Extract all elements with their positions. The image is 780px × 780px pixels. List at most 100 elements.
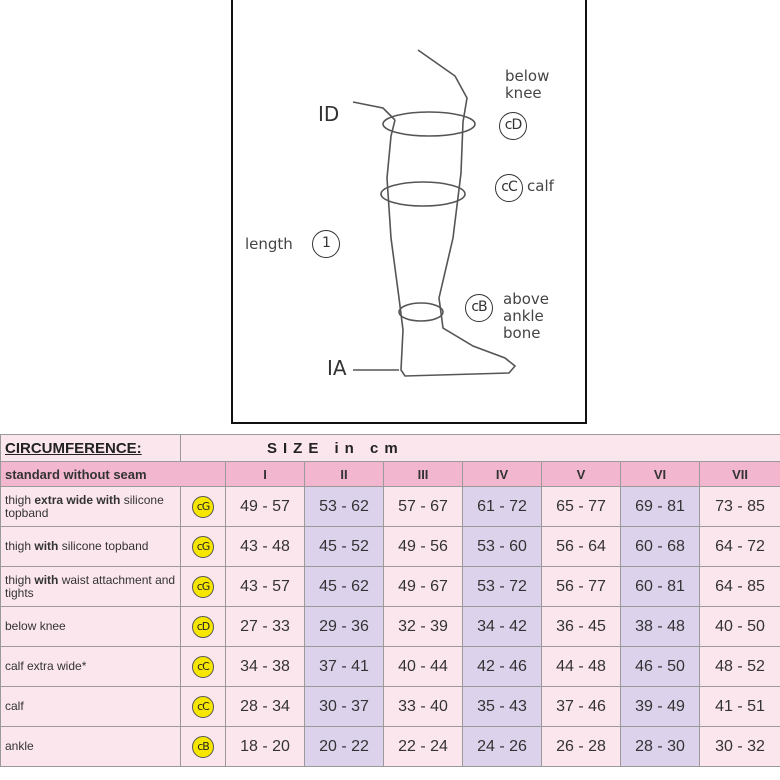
measure-code-badge: cC [192, 695, 214, 718]
size-value-cell: 26 - 28 [541, 726, 621, 767]
row-description-pre: below knee [5, 619, 66, 633]
row-description-post: silicone topband [5, 492, 164, 520]
size-value-cell: 32 - 39 [383, 606, 463, 647]
marker-cc: cC [495, 174, 523, 202]
row-description-bold: with [34, 539, 59, 553]
size-value-cell: 34 - 38 [225, 646, 305, 687]
row-description-pre: thigh [5, 572, 35, 587]
measure-code-badge: cG [192, 535, 214, 558]
table-row: thigh with waist attachment and tights cG… [0, 566, 780, 607]
circumference-title: CIRCUMFERENCE: [0, 434, 181, 462]
size-value-cell: 53 - 60 [462, 526, 542, 567]
row-description-pre: thigh [5, 539, 35, 553]
size-value-cell: 64 - 85 [698, 566, 780, 607]
size-value-cell: 43 - 57 [225, 566, 305, 607]
row-description: thigh with waist attachment and tights [0, 566, 181, 607]
size-value-cell: 36 - 45 [541, 606, 621, 647]
row-description-pre: calf [5, 699, 24, 713]
size-value-cell: 38 - 48 [620, 606, 700, 647]
size-value-cell: 42 - 46 [462, 646, 542, 687]
size-value-cell: 39 - 49 [620, 686, 700, 727]
table-row: thigh extra wide with silicone topband cG… [0, 486, 780, 527]
size-title: SIZE in cm [179, 434, 780, 462]
size-value-cell: 18 - 20 [225, 726, 305, 767]
size-value-cell: 37 - 46 [541, 686, 621, 727]
size-value-cell: 40 - 50 [698, 606, 780, 647]
measure-code-badge: cG [192, 495, 214, 518]
row-description-post: waist attachment and tights [5, 572, 176, 600]
size-value-cell: 24 - 26 [462, 726, 542, 767]
length-label: length [245, 235, 293, 253]
size-value-cell: 28 - 34 [225, 686, 305, 727]
row-description: calf [0, 686, 181, 727]
table-title-row: CIRCUMFERENCE: SIZE in cm [0, 434, 780, 462]
size-value-cell: 20 - 22 [304, 726, 384, 767]
size-value-cell: 73 - 85 [698, 486, 780, 527]
size-value-cell: 45 - 52 [304, 526, 384, 567]
size-value-cell: 64 - 72 [698, 526, 780, 567]
measure-code-cell: cC [180, 686, 226, 727]
size-value-cell: 37 - 41 [304, 646, 384, 687]
size-value-cell: 49 - 56 [383, 526, 463, 567]
marker-cd: cD [499, 112, 527, 140]
row-description: below knee [0, 606, 181, 647]
measure-code-badge: cB [192, 735, 214, 758]
size-value-cell: 65 - 77 [541, 486, 621, 527]
size-value-cell: 56 - 77 [541, 566, 621, 607]
size-header: VI [620, 461, 700, 487]
size-header: II [304, 461, 384, 487]
size-chart-table: CIRCUMFERENCE: SIZE in cm standard witho… [0, 434, 780, 767]
below-knee-label: below knee [505, 67, 550, 102]
size-value-cell: 30 - 37 [304, 686, 384, 727]
row-description: ankle [0, 726, 181, 767]
size-header-row: standard without seam I II III IV V VI V… [0, 461, 780, 487]
marker-length: 1 [312, 230, 340, 258]
size-value-cell: 45 - 62 [304, 566, 384, 607]
point-a-tag: IA [327, 356, 347, 380]
measure-code-cell: cG [180, 486, 226, 527]
size-value-cell: 41 - 51 [698, 686, 780, 727]
measure-code-cell: cB [180, 726, 226, 767]
size-value-cell: 60 - 81 [620, 566, 700, 607]
size-header: VII [698, 461, 780, 487]
measure-code-cell: cC [180, 646, 226, 687]
size-value-cell: 28 - 30 [620, 726, 700, 767]
size-value-cell: 56 - 64 [541, 526, 621, 567]
size-header: I [225, 461, 305, 487]
size-value-cell: 40 - 44 [383, 646, 463, 687]
row-description-bold: extra wide with [34, 492, 121, 507]
standard-label: standard without seam [0, 461, 226, 487]
leg-measurement-diagram: ID IA cD cC cB 1 below knee calf length … [231, 0, 587, 424]
size-value-cell: 33 - 40 [383, 686, 463, 727]
size-value-cell: 49 - 57 [225, 486, 305, 527]
leg-outline-drawing [352, 49, 517, 377]
measure-code-cell: cG [180, 526, 226, 567]
table-body: thigh extra wide with silicone topband cG… [0, 486, 780, 767]
size-value-cell: 27 - 33 [225, 606, 305, 647]
size-value-cell: 49 - 67 [383, 566, 463, 607]
size-value-cell: 53 - 72 [462, 566, 542, 607]
size-value-cell: 48 - 52 [698, 646, 780, 687]
marker-cb: cB [465, 294, 493, 322]
size-value-cell: 61 - 72 [462, 486, 542, 527]
above-ankle-label: above ankle bone [503, 290, 549, 342]
size-value-cell: 43 - 48 [225, 526, 305, 567]
row-description-pre: calf extra wide* [5, 659, 87, 673]
measure-code-badge: cG [192, 575, 214, 598]
size-header: IV [462, 461, 542, 487]
size-value-cell: 22 - 24 [383, 726, 463, 767]
calf-label: calf [527, 177, 554, 195]
size-value-cell: 29 - 36 [304, 606, 384, 647]
size-value-cell: 34 - 42 [462, 606, 542, 647]
row-description: thigh extra wide with silicone topband [0, 486, 181, 527]
row-description: calf extra wide* [0, 646, 181, 687]
size-value-cell: 44 - 48 [541, 646, 621, 687]
measure-code-badge: cC [192, 655, 214, 678]
row-description-post: silicone topband [58, 539, 149, 553]
point-d-tag: ID [318, 102, 340, 126]
